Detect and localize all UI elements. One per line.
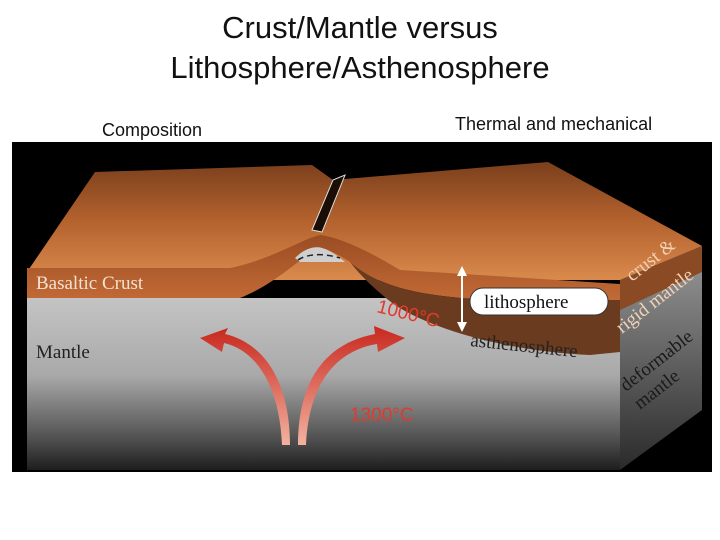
crust-top-surface bbox=[27, 162, 702, 280]
title-line-1: Crust/Mantle versus bbox=[222, 10, 498, 45]
slide-title: Crust/Mantle versus Lithosphere/Asthenos… bbox=[0, 8, 720, 88]
thermal-mechanical-label: Thermal and mechanical bbox=[455, 114, 653, 134]
ridge-dashed-line bbox=[297, 253, 341, 261]
side-crust-strip bbox=[620, 246, 702, 310]
mantle-front-face bbox=[27, 298, 620, 470]
convection-arrow-left bbox=[200, 328, 290, 445]
thickness-arrow-down-icon bbox=[457, 322, 467, 332]
thickness-arrow-up-icon bbox=[457, 266, 467, 276]
temperature-1300-label: 1300°C bbox=[350, 405, 414, 426]
composition-label: Composition bbox=[102, 120, 203, 140]
lithosphere-label-box bbox=[469, 287, 609, 316]
lithosphere-label: lithosphere bbox=[484, 292, 568, 313]
basaltic-crust-layer bbox=[27, 235, 620, 300]
mantle-label: Mantle bbox=[36, 342, 90, 363]
rift-crack bbox=[311, 174, 346, 233]
convection-arrow-right bbox=[298, 326, 405, 445]
basaltic-crust-label: Basaltic Crust bbox=[36, 273, 144, 294]
block-side-face bbox=[620, 246, 702, 470]
title-line-2: Lithosphere/Asthenosphere bbox=[170, 50, 550, 85]
